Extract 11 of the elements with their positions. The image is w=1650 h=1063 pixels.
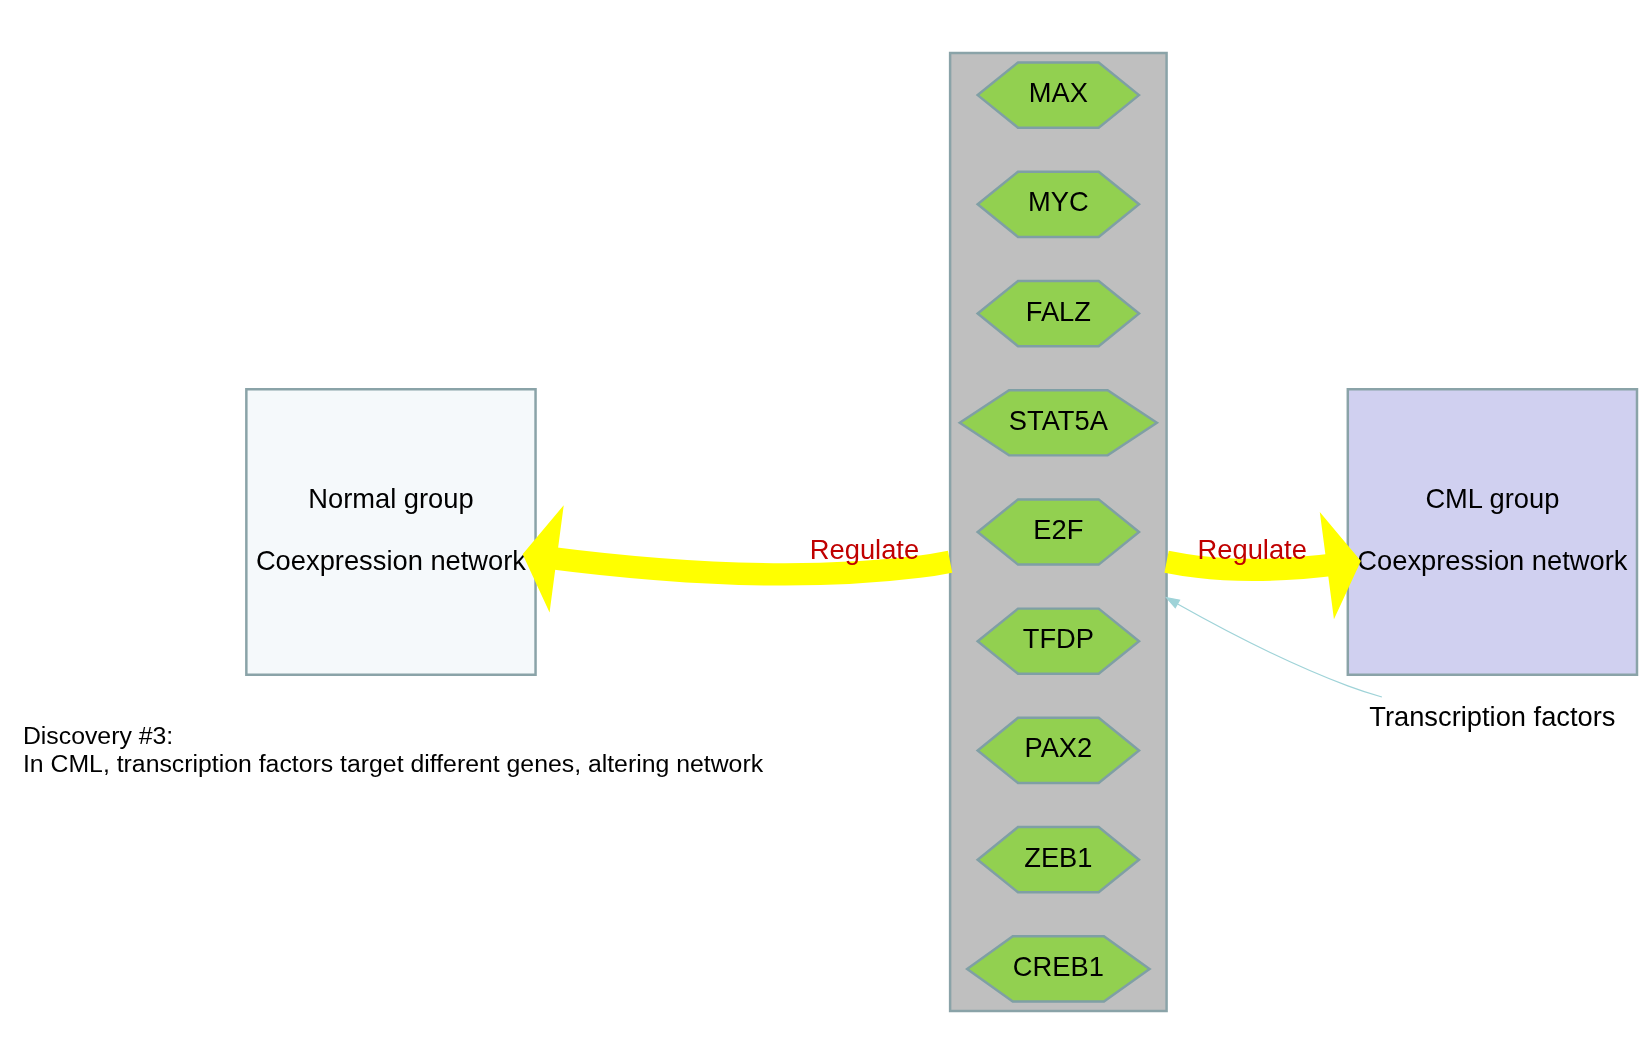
node-box: Normal group Coexpression network	[245, 387, 537, 676]
node-box: CML group Coexpression network	[1346, 387, 1639, 676]
cluster	[948, 51, 1168, 1012]
arrow	[1164, 511, 1361, 619]
arrow	[1164, 596, 1383, 698]
label: In CML, transcription factors target different genes, altering network	[22, 749, 764, 777]
edge-label: Regulate	[1197, 533, 1307, 565]
edge-label: Regulate	[809, 533, 920, 565]
label: Discovery #3:	[22, 721, 174, 749]
arrow	[522, 504, 953, 612]
node-text: Transcription factors	[1369, 700, 1616, 732]
